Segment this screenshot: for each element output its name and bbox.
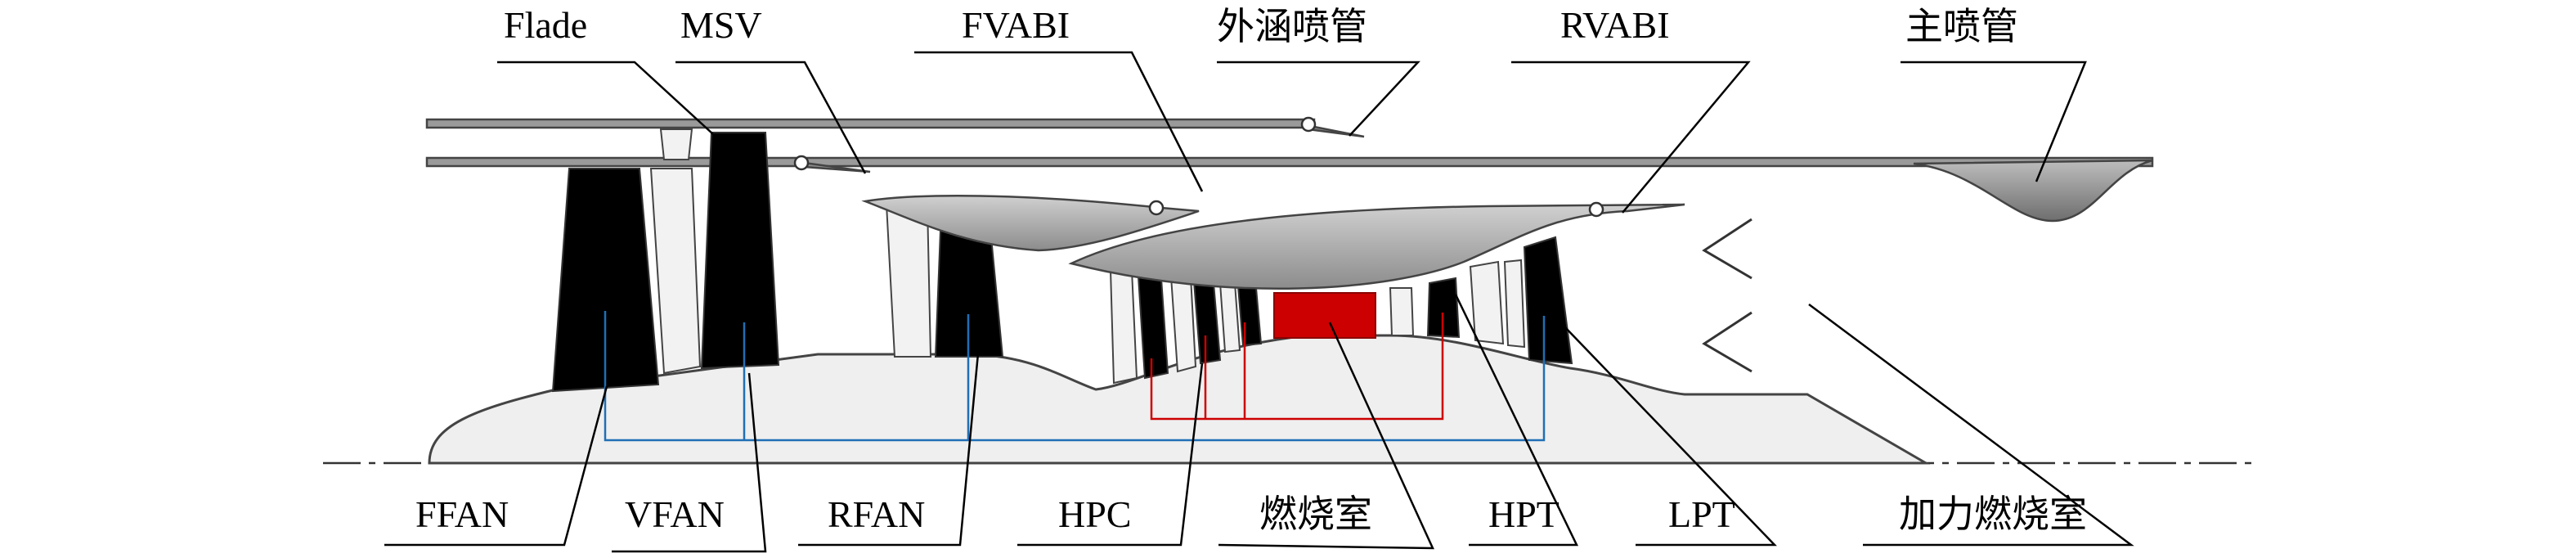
label-bypass-nozzle: 外涵喷管	[1217, 6, 1367, 47]
label-rfan: RFAN	[828, 493, 925, 535]
hpc-stator-3	[1218, 282, 1241, 353]
label-flade: Flade	[504, 4, 587, 46]
label-vfan: VFAN	[625, 493, 725, 535]
hpt-blade	[1426, 277, 1461, 339]
lpt-blade	[1523, 236, 1573, 365]
label-msv: MSV	[680, 4, 762, 46]
label-afterburner: 加力燃烧室	[1899, 493, 2087, 535]
label-lpt: LPT	[1668, 493, 1735, 535]
flade-blade	[659, 128, 693, 160]
hpc-blade-3	[1236, 285, 1263, 347]
outer-casing-upper	[425, 118, 1316, 129]
flame-holder-upper	[1702, 218, 1752, 280]
hpc-blade-1	[1137, 275, 1169, 380]
combustor-chamber	[1273, 292, 1376, 339]
flame-holder-lower	[1702, 311, 1752, 373]
core-nacelle	[1068, 203, 1685, 290]
fvabi-hinge	[1148, 200, 1165, 216]
hpt-vane	[1389, 287, 1415, 336]
msv-hinge	[793, 155, 810, 171]
hpc-blade-2	[1192, 280, 1222, 365]
low-spool-shaft	[604, 311, 1546, 442]
outer-casing-lower	[425, 156, 2154, 168]
rvabi-hinge	[1588, 201, 1604, 218]
label-rvabi: RVABI	[1560, 4, 1670, 46]
label-main-nozzle: 主喷管	[1905, 6, 2018, 47]
label-combustor: 燃烧室	[1259, 493, 1372, 535]
label-hpc: HPC	[1058, 493, 1131, 535]
rfan-stator	[885, 204, 932, 358]
vfan-blade	[700, 132, 780, 370]
flade-vane	[649, 168, 702, 375]
main-nozzle	[1913, 159, 2153, 223]
lpt-vane	[1469, 260, 1505, 345]
hpc-stator-2	[1169, 276, 1197, 373]
fvabi-splitter	[861, 195, 1200, 252]
label-hpt: HPT	[1488, 493, 1560, 535]
ffan-blade	[551, 168, 660, 393]
leader-lines-bottom	[384, 294, 2134, 553]
bypass-nozzle-hinge	[1300, 116, 1317, 133]
lpt-stator	[1503, 259, 1526, 349]
label-fvabi: FVABI	[962, 4, 1070, 46]
label-ffan: FFAN	[415, 493, 509, 535]
hpc-stator-1	[1109, 269, 1138, 385]
high-spool-shaft	[1150, 313, 1444, 421]
leader-lines-top	[497, 51, 2087, 214]
